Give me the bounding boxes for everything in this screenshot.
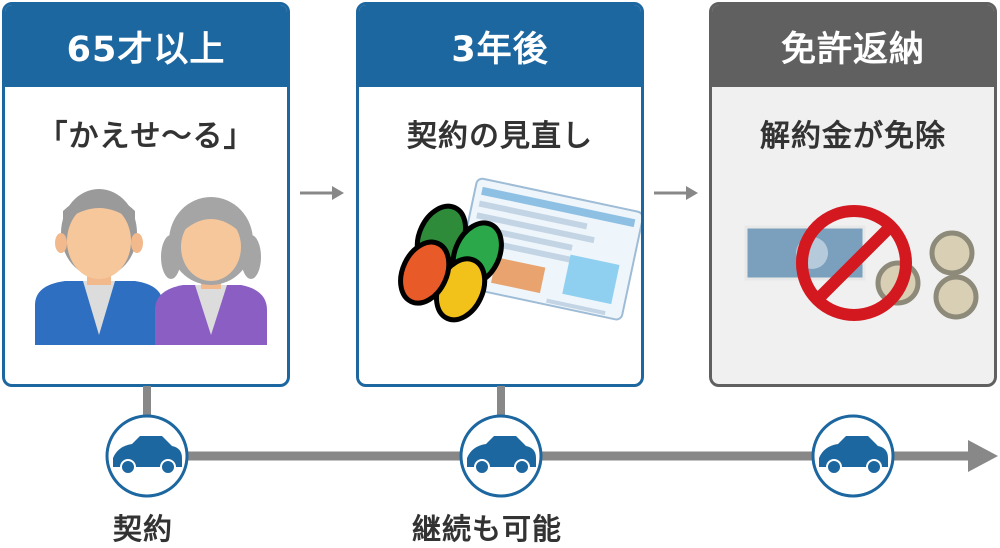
arrow-right-icon bbox=[654, 186, 698, 200]
step-subtitle: 契約の見直し bbox=[407, 119, 593, 154]
connector-line bbox=[143, 386, 151, 416]
step-card-senior: 65才以上 「かえせ〜る」 bbox=[2, 2, 290, 387]
senior-couple-icon bbox=[35, 189, 267, 345]
step-subtitle: 「かえせ〜る」 bbox=[37, 119, 255, 154]
step-header: 65才以上 bbox=[5, 5, 287, 87]
step-header: 免許返納 bbox=[712, 5, 994, 87]
step-header: 3年後 bbox=[359, 5, 641, 87]
drivers-license-icon bbox=[454, 177, 641, 321]
step-subtitle: 解約金が免除 bbox=[760, 119, 946, 154]
caption-contract: 契約 bbox=[113, 512, 174, 546]
car-icon bbox=[811, 414, 895, 498]
senior-driver-mark-icon bbox=[398, 203, 504, 323]
car-icon bbox=[459, 414, 543, 498]
car-icon bbox=[105, 414, 189, 498]
step-card-return: 免許返納 解約金が免除 bbox=[709, 2, 997, 387]
arrow-right-icon bbox=[300, 186, 344, 200]
caption-continue: 継続も可能 bbox=[412, 512, 563, 546]
no-money-icon bbox=[744, 205, 979, 321]
step-card-review: 3年後 契約の見直し bbox=[356, 2, 644, 387]
connector-line bbox=[497, 386, 505, 416]
